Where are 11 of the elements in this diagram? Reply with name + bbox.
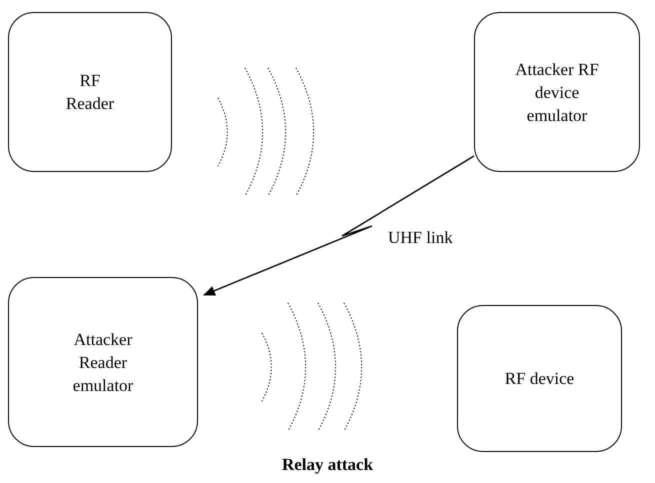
node-label: RF Reader (64, 70, 116, 115)
rounded-box (8, 277, 198, 447)
node-label: Attacker Reader emulator (72, 328, 134, 396)
rounded-box (8, 12, 172, 172)
node-label: RF device (504, 368, 574, 390)
lightning-arrow (203, 155, 474, 296)
rounded-box (474, 12, 640, 172)
edge-label: UHF link (388, 228, 453, 248)
node-label: Attacker RF device emulator (514, 58, 600, 126)
caption: Relay attack (280, 455, 374, 475)
rounded-box (457, 305, 622, 452)
